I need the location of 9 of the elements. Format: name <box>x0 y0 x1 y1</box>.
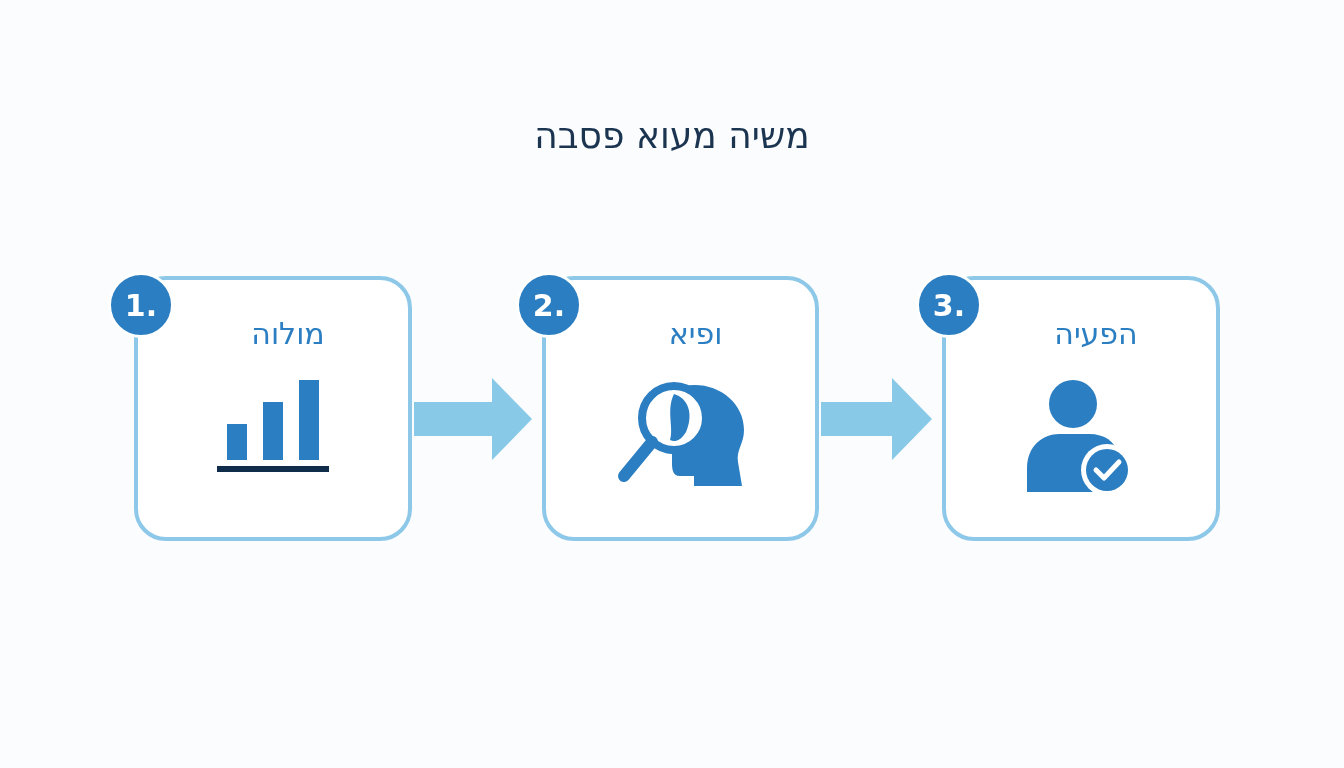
step-number-badge: 3. <box>916 272 982 338</box>
step-title: מולוה <box>250 315 326 353</box>
arrow <box>821 378 932 461</box>
step-number-badge: 1. <box>108 272 174 338</box>
step-title: הפעיה <box>1053 315 1139 353</box>
diagram-title: משיה מעוא פסבה <box>533 114 811 158</box>
step-number-badge: 2. <box>516 272 582 338</box>
step-title: ופיא <box>667 315 724 353</box>
arrow <box>414 378 532 461</box>
